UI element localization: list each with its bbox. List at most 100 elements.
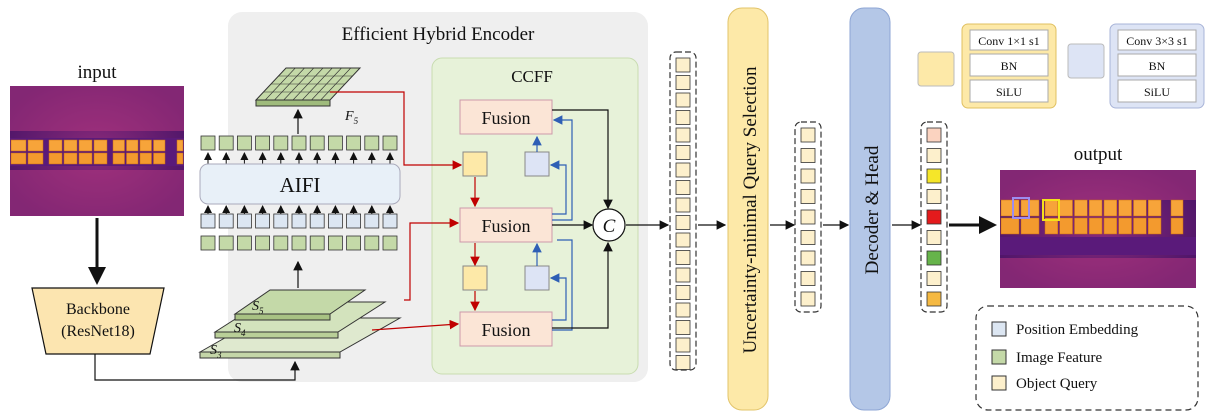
output-label: output xyxy=(1074,144,1123,165)
solar-panel-cell xyxy=(93,152,108,165)
solar-panel-cell xyxy=(1059,199,1073,217)
encoder-output-token xyxy=(675,232,691,248)
query-selection-block xyxy=(727,7,769,411)
solar-panel-cell xyxy=(153,152,166,165)
solar-panel-cell xyxy=(1074,199,1088,217)
fusion-bottom xyxy=(459,311,553,347)
legend-swatch-query xyxy=(991,375,1007,391)
encoder-title: Efficient Hybrid Encoder xyxy=(342,24,535,45)
concat-label: C xyxy=(603,216,616,237)
conv3x3-block: Conv 3×3 s1 BN SiLU xyxy=(1109,23,1205,109)
output-query-token xyxy=(926,127,942,143)
encoder-output-token xyxy=(675,92,691,108)
legend-label-query: Object Query xyxy=(1016,376,1098,392)
position-embedding-token xyxy=(273,213,289,229)
solar-panel-cell xyxy=(1148,217,1162,235)
solar-panel-cell xyxy=(1118,217,1132,235)
solar-panel-cell xyxy=(27,152,44,165)
conv1x1-bn: BN xyxy=(1001,59,1018,73)
solar-panel-cell xyxy=(1103,217,1117,235)
solar-panel-cell xyxy=(1059,217,1073,235)
solar-panel-cell xyxy=(126,139,139,152)
output-query-token xyxy=(926,209,942,225)
solar-panel-cell xyxy=(176,139,184,152)
aifi-token-rows xyxy=(200,135,398,251)
encoder-output-token xyxy=(675,145,691,160)
decoder-head-label: Decoder & Head xyxy=(862,145,883,274)
selected-query-tokens xyxy=(800,127,816,307)
selected-query-token xyxy=(800,291,816,307)
encoder-output-token xyxy=(675,355,691,370)
detection-box-blue xyxy=(1012,197,1030,219)
image-feature-token xyxy=(309,235,325,251)
output-query-token xyxy=(926,168,942,184)
selected-query-token xyxy=(800,168,816,184)
ccff-title: CCFF xyxy=(511,67,553,86)
backbone-block xyxy=(31,287,165,355)
position-embedding-token xyxy=(255,213,271,229)
input-label: input xyxy=(77,62,117,83)
encoder-output-token xyxy=(675,57,691,73)
aifi-output-token xyxy=(273,135,289,151)
selected-query-token xyxy=(800,148,816,163)
output-query-token xyxy=(926,250,942,266)
image-feature-token xyxy=(346,235,362,251)
solar-panel-cell xyxy=(78,139,93,152)
aifi-output-token xyxy=(346,135,362,151)
encoder-output-token xyxy=(675,75,691,90)
encoder-output-token xyxy=(675,250,691,265)
solar-panel-cell xyxy=(10,152,27,165)
solar-panel-cell xyxy=(1044,217,1058,235)
conv1x1-title: Conv 1×1 s1 xyxy=(978,34,1039,48)
solar-panel-cell xyxy=(1089,199,1103,217)
aifi-output-token xyxy=(236,135,252,151)
solar-panel-cell xyxy=(1170,199,1184,217)
aifi-label: AIFI xyxy=(280,173,321,197)
encoder-output-token xyxy=(675,180,691,195)
solar-panel-cell xyxy=(1133,199,1147,217)
image-feature-token xyxy=(273,235,289,251)
solar-panel-cell xyxy=(1170,217,1184,235)
fusion-mid-label: Fusion xyxy=(481,216,530,236)
image-feature-token xyxy=(327,235,343,251)
encoder-output-token xyxy=(675,302,691,318)
selected-query-token xyxy=(800,250,816,266)
encoder-output-token xyxy=(675,162,691,178)
encoder-output-token xyxy=(675,215,691,230)
image-feature-token xyxy=(382,235,398,251)
solar-panel-cell xyxy=(1000,199,1020,217)
fusion-mid xyxy=(459,207,553,243)
output-query-token xyxy=(926,271,942,286)
encoder-output-token xyxy=(675,320,691,335)
conv3x3-square-top xyxy=(524,151,550,177)
image-feature-token xyxy=(364,235,380,251)
solar-panel-cell xyxy=(112,152,125,165)
fusion-top xyxy=(459,99,553,135)
conv3x3-act: SiLU xyxy=(1144,85,1170,99)
solar-panel-cell xyxy=(1148,199,1162,217)
selected-queries-column xyxy=(794,121,822,313)
selected-query-token xyxy=(800,127,816,143)
image-feature-token xyxy=(200,235,216,251)
backbone-label-2: (ResNet18) xyxy=(61,323,135,340)
s4-label: S4 xyxy=(234,321,246,338)
aifi-output-token xyxy=(382,135,398,151)
backbone-label-1: Backbone xyxy=(66,301,130,318)
conv1x1-act: SiLU xyxy=(996,85,1022,99)
solar-panel-cell xyxy=(1000,217,1020,235)
position-embedding-token xyxy=(346,213,362,229)
image-feature-token xyxy=(236,235,252,251)
solar-panel-cell xyxy=(1089,217,1103,235)
selected-query-token xyxy=(800,209,816,225)
image-feature-token xyxy=(291,235,307,251)
encoder-output-token xyxy=(675,267,691,283)
solar-panel-cell xyxy=(1118,199,1132,217)
output-query-token xyxy=(926,148,942,163)
conv1x1-square-bottom xyxy=(462,265,488,291)
solar-panel-cell xyxy=(139,152,152,165)
s5-label: S5 xyxy=(252,299,264,316)
solar-panel-cell xyxy=(27,139,44,152)
solar-panel-cell xyxy=(176,152,184,165)
aifi-output-token xyxy=(364,135,380,151)
